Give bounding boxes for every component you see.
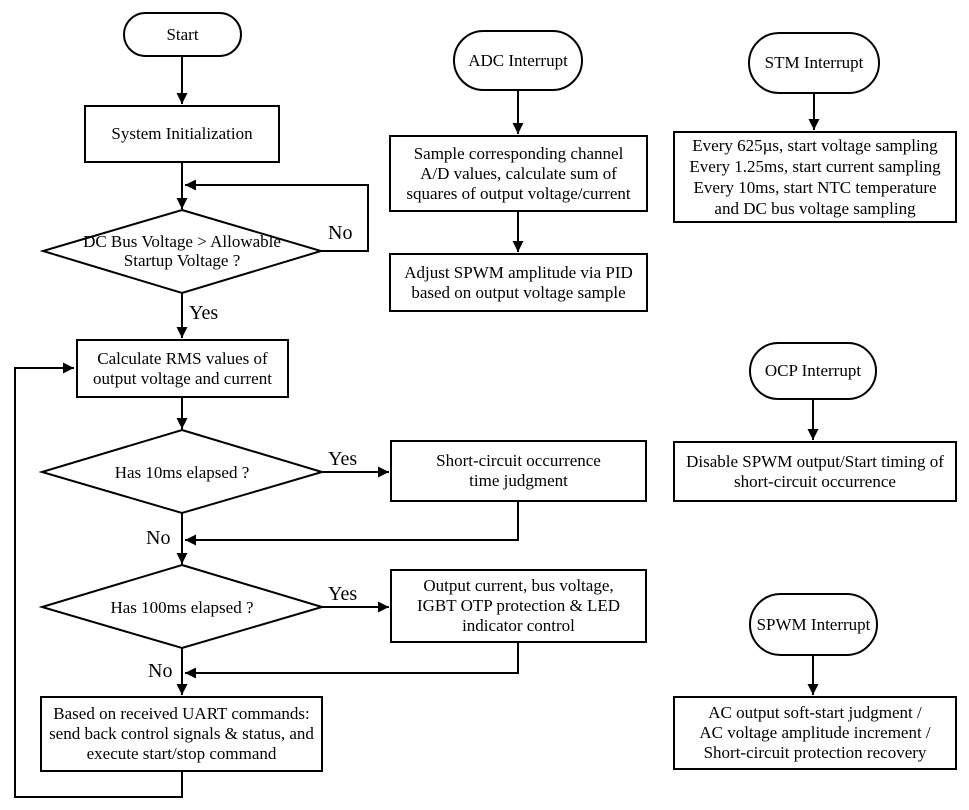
dc-bus-no-label: No: [327, 222, 354, 244]
system-init-box: System Initialization: [84, 105, 280, 163]
connector-dcbus-no-loop: [185, 179, 369, 252]
elapsed-100ms-no-label: No: [147, 660, 174, 682]
spwm-interrupt-box: AC output soft-start judgment / AC volta…: [673, 696, 957, 770]
elapsed-10ms-decision-text: Has 10ms elapsed ?: [114, 462, 250, 482]
connector-protection-return: [185, 643, 519, 679]
ocp-interrupt-terminal: OCP Interrupt: [749, 342, 877, 400]
elapsed-100ms-decision-text: Has 100ms elapsed ?: [110, 597, 254, 617]
uart-commands-box: Based on received UART commands: send ba…: [40, 696, 323, 772]
elapsed-10ms-no-label: No: [145, 527, 172, 549]
spwm-interrupt-terminal: SPWM Interrupt: [749, 593, 878, 656]
short-circuit-judgment-box: Short-circuit occurrence time judgment: [390, 440, 647, 502]
ocp-interrupt-box: Disable SPWM output/Start timing of shor…: [673, 441, 957, 502]
start-terminal: Start: [123, 12, 242, 57]
elapsed-10ms-decision-diamond: [38, 428, 326, 515]
calc-rms-box: Calculate RMS values of output voltage a…: [76, 339, 289, 398]
system-init-label: System Initialization: [111, 124, 253, 143]
elapsed-100ms-yes-label: Yes: [327, 583, 359, 605]
adc-adjust-box: Adjust SPWM amplitude via PID based on o…: [389, 253, 648, 312]
elapsed-100ms-decision-diamond: [38, 563, 326, 650]
adc-sample-box: Sample corresponding channel A/D values,…: [389, 135, 648, 212]
elapsed-10ms-yes-label: Yes: [327, 448, 359, 470]
stm-interrupt-box: Every 625µs, start voltage sampling Ever…: [673, 131, 957, 223]
connector-shortcircuit-return: [185, 502, 519, 546]
dc-bus-yes-label: Yes: [188, 302, 220, 324]
protection-led-control-box: Output current, bus voltage, IGBT OTP pr…: [390, 569, 647, 643]
connector-uart-feedback-to-rms: [14, 362, 183, 798]
stm-interrupt-terminal: STM Interrupt: [748, 32, 880, 94]
start-label: Start: [166, 24, 199, 44]
adc-interrupt-terminal: ADC Interrupt: [453, 30, 583, 91]
dc-bus-decision-text: DC Bus Voltage > Allowable Startup Volta…: [83, 232, 281, 270]
dc-bus-decision-diamond: [39, 208, 325, 295]
